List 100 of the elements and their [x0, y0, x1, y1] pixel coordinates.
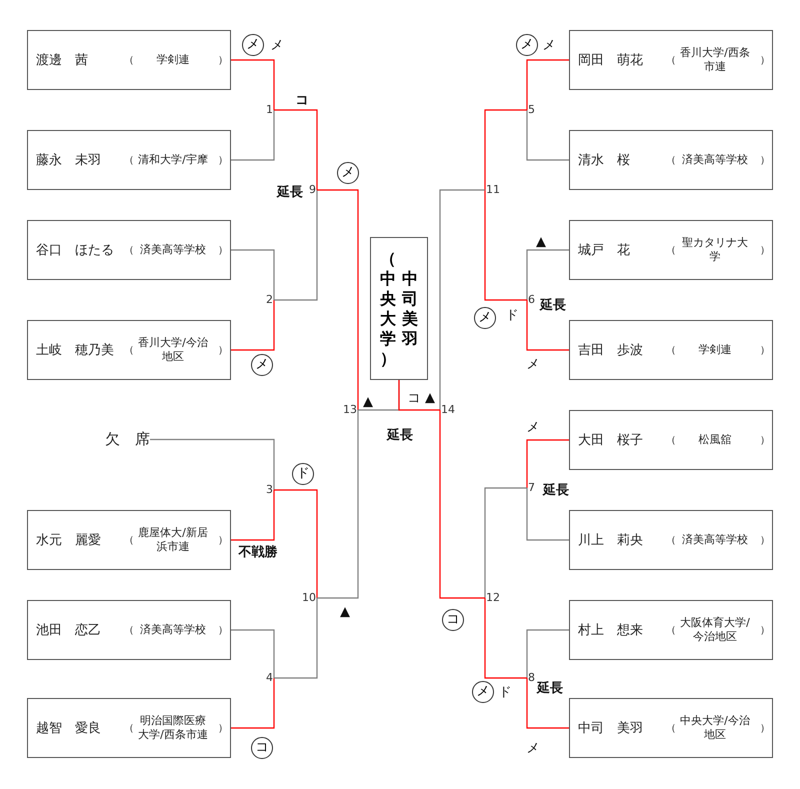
parenthesis: （: [666, 154, 676, 167]
score-text: 延長: [277, 184, 303, 201]
match-number: 10: [301, 591, 317, 605]
bracket-line: [150, 438, 275, 490]
player-name: 大田 桜子: [578, 432, 643, 449]
player-box: [27, 698, 231, 758]
match-number: 3: [258, 483, 274, 497]
match-number: 13: [342, 403, 358, 417]
triangle-mark: ▲: [425, 390, 435, 406]
affiliation-text: 学剣連: [698, 343, 732, 357]
bracket-line: [526, 488, 569, 541]
circled-score: メ: [472, 681, 494, 703]
parenthesis: ）: [760, 344, 770, 357]
parenthesis: ）: [760, 624, 770, 637]
parenthesis: ）: [760, 154, 770, 167]
score-text: メ: [542, 37, 556, 54]
score-text: メ: [526, 419, 540, 436]
bracket-line: [484, 487, 527, 598]
affiliation-text: 済美高等学校: [681, 533, 749, 547]
bracket-line: [484, 598, 527, 679]
score-text: 延長: [537, 680, 563, 697]
player-box: [569, 130, 773, 190]
parenthesis: ）: [218, 244, 228, 257]
bracket-line: [274, 109, 318, 190]
player-box: [27, 30, 231, 90]
bracket-line: [526, 59, 569, 110]
score-text: 延長: [387, 427, 413, 444]
champion-name: 中司美羽: [402, 268, 418, 348]
parenthesis: ）: [760, 434, 770, 447]
match-number: 4: [258, 671, 274, 685]
score-text: メ: [526, 740, 540, 757]
score-text: コ: [408, 390, 420, 407]
bracket-line: [439, 410, 485, 599]
circled-score: コ: [251, 737, 273, 759]
bracket-line: [231, 249, 275, 300]
bracket-line: [484, 109, 527, 190]
player-name: 池田 恋乙: [36, 622, 101, 639]
score-text: 延長: [543, 482, 569, 499]
affiliation-text: 聖カタリナ大学: [681, 236, 749, 264]
parenthesis: （: [124, 344, 134, 357]
champion-box: [370, 237, 428, 380]
parenthesis: （: [666, 722, 676, 735]
match-number: 12: [485, 591, 501, 605]
score-text: ド: [506, 307, 518, 324]
parenthesis: （: [124, 534, 134, 547]
bracket-line: [231, 490, 275, 541]
parenthesis: ）: [218, 722, 228, 735]
champion-affiliation: （中央大学）: [380, 248, 396, 368]
parenthesis: ）: [218, 154, 228, 167]
parenthesis: ）: [760, 534, 770, 547]
affiliation-text: 香川大学/今治地区: [137, 336, 209, 364]
score-text: メ: [270, 37, 284, 54]
affiliation-text: 鹿屋体大/新居浜市連: [137, 526, 209, 554]
bracket-line: [526, 249, 569, 300]
circled-score: ド: [292, 463, 314, 485]
parenthesis: （: [124, 54, 134, 67]
bracket-line: [274, 489, 318, 598]
player-name: 藤永 未羽: [36, 152, 101, 169]
triangle-mark: ▲: [536, 234, 546, 250]
parenthesis: （: [666, 434, 676, 447]
parenthesis: （: [124, 624, 134, 637]
bracket-line: [231, 629, 275, 678]
circled-score: メ: [242, 34, 264, 56]
parenthesis: （: [124, 722, 134, 735]
player-box: [27, 600, 231, 660]
parenthesis: ）: [218, 344, 228, 357]
player-name: 川上 莉央: [578, 532, 643, 549]
triangle-mark: ▲: [363, 394, 373, 410]
parenthesis: （: [666, 54, 676, 67]
bracket-line: [526, 300, 569, 351]
match-number: 1: [258, 103, 274, 117]
parenthesis: （: [666, 344, 676, 357]
match-number: 7: [527, 481, 543, 495]
parenthesis: （: [666, 244, 676, 257]
player-box: [569, 600, 773, 660]
bracket-line: [317, 410, 359, 599]
match-number: 2: [258, 293, 274, 307]
bracket-line: [274, 190, 318, 301]
affiliation-text: 中央大学/今治地区: [679, 714, 751, 742]
player-name: 城戸 花: [578, 242, 630, 259]
score-text: コ: [296, 92, 308, 109]
absent-text: 欠 席: [105, 430, 150, 449]
player-box: [569, 320, 773, 380]
bracket-line: [231, 678, 275, 729]
parenthesis: （: [124, 154, 134, 167]
score-text: 延長: [540, 297, 566, 314]
bracket-line: [398, 380, 440, 411]
match-number: 5: [527, 103, 543, 117]
score-text: メ: [526, 356, 540, 373]
bracket-line: [231, 300, 275, 351]
affiliation-text: 大阪体育大学/今治地区: [679, 616, 751, 644]
bracket-line: [439, 189, 485, 410]
circled-score: メ: [337, 162, 359, 184]
bracket-line: [317, 189, 359, 410]
player-box: [27, 220, 231, 280]
match-number: 11: [485, 183, 501, 197]
player-box: [569, 30, 773, 90]
player-name: 中司 美羽: [578, 720, 643, 737]
score-text: ド: [498, 684, 512, 701]
parenthesis: ）: [760, 722, 770, 735]
